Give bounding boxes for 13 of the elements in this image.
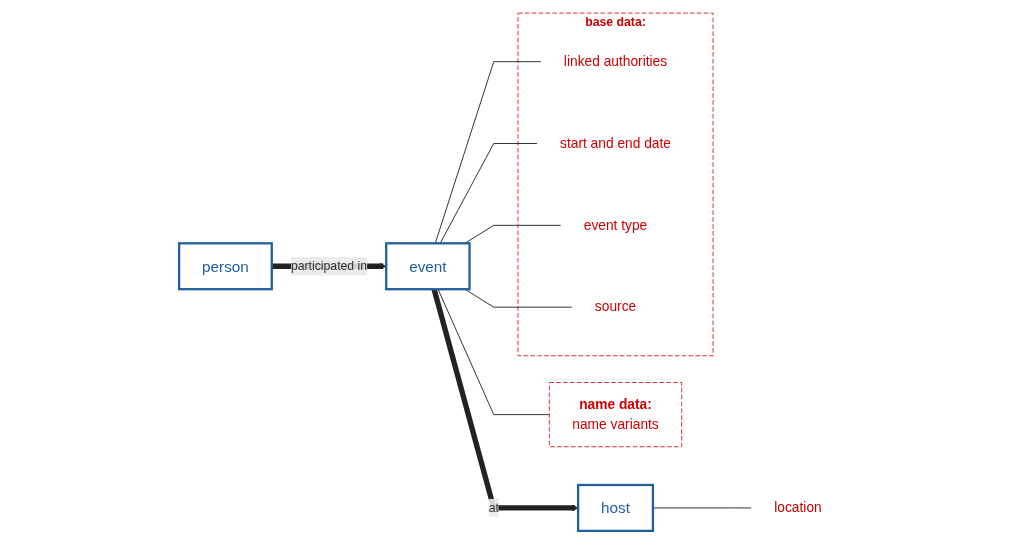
node-box: person: [177, 242, 273, 291]
node-text: event type: [583, 217, 647, 233]
node-box: event: [384, 242, 471, 291]
node-text: linked authorities: [563, 53, 667, 69]
node-box: host: [576, 483, 654, 532]
connector: [439, 143, 538, 244]
node-text: source: [594, 299, 636, 315]
edge-label: participated in: [290, 259, 367, 273]
node-text: location: [773, 499, 822, 516]
edge-label: at: [488, 501, 499, 515]
connector: [434, 61, 541, 244]
node-box: name data: name variants: [548, 382, 682, 448]
node-text: start and end date: [559, 135, 671, 151]
